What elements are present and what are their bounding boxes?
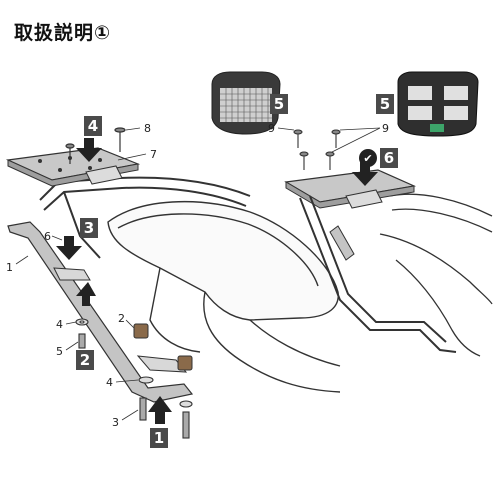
callout-6: 6 [44,230,51,243]
step-number-5-right: 5 [380,95,390,113]
step-box-4: 4 [84,116,102,136]
spacer-2-left [133,323,193,371]
step-number-6: 6 [384,149,394,167]
down-arrow-step3 [56,236,82,260]
step-box-2: 2 [76,350,94,370]
callout-5: 5 [56,345,63,358]
callout-3: 3 [112,416,119,429]
top-plate-left [5,147,141,187]
callout-4-upper: 4 [56,318,63,331]
base-plate-mounted-view [397,71,479,137]
base-plate-grid-view [211,71,281,135]
step-box-5-right: 5 [376,94,394,114]
callout-9-right: 9 [382,122,389,135]
callout-4-lower: 4 [106,376,113,389]
up-arrow-step1 [148,396,172,424]
callout-7: 7 [150,148,157,161]
side-bracket-left [7,221,194,403]
callout-1: 1 [6,261,13,274]
up-arrow-step2 [76,282,96,306]
step-number-1: 1 [154,429,164,447]
down-arrow-step4 [76,138,102,162]
screws-9-right [293,129,341,170]
down-arrow-step6 [352,162,378,186]
step-number-4: 4 [88,117,98,135]
step-box-3: 3 [80,218,98,238]
step-number-5-left: 5 [274,95,284,113]
step-number-3: 3 [84,219,94,237]
check-icon: ✔ [363,152,372,165]
rack-right [284,169,457,353]
callout-leaders-left [15,127,147,421]
screw-8-left [65,127,126,164]
step-box-5-left: 5 [270,94,288,114]
callout-2: 2 [118,312,125,325]
motorcycle-seat-left [107,201,341,393]
step-box-1: 1 [150,428,168,448]
check-circle-icon [359,149,377,167]
page-title: 取扱説明① [14,22,112,44]
callout-9-left: 9 [268,122,275,135]
callout-8: 8 [144,122,151,135]
step-number-2: 2 [80,351,90,369]
step-box-6: ✔ 6 [359,148,398,168]
callout-leaders-right [277,127,381,153]
